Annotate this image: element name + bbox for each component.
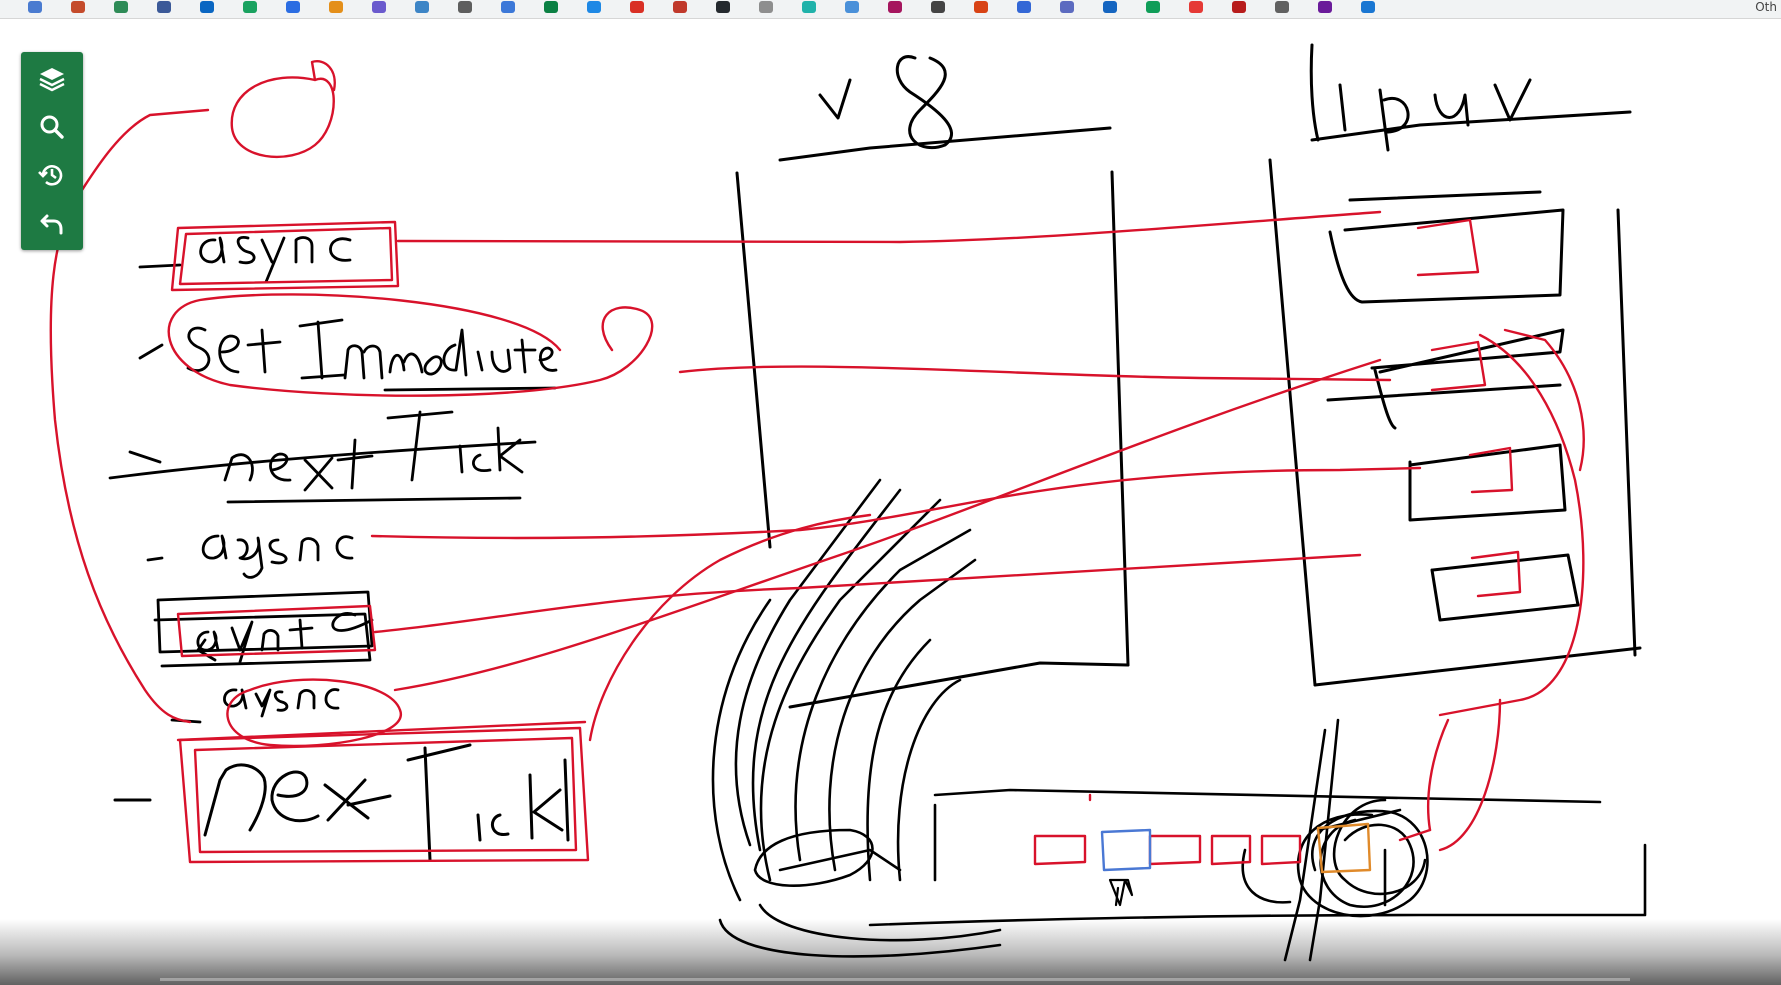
layers-button[interactable] bbox=[32, 59, 72, 99]
blue-queue-item bbox=[1100, 828, 1152, 872]
label-async-3 bbox=[153, 590, 374, 668]
undo-button[interactable] bbox=[32, 203, 72, 243]
github-icon[interactable] bbox=[716, 1, 730, 13]
bookmark-icon[interactable] bbox=[114, 1, 128, 13]
red-annotations bbox=[49, 60, 1585, 866]
pen-cursor bbox=[1108, 878, 1134, 907]
bookmarks-bar: Oth bbox=[0, 0, 1781, 19]
bookmark-icon[interactable] bbox=[458, 1, 472, 13]
bookmark-icon[interactable] bbox=[630, 1, 644, 13]
bookmark-icon[interactable] bbox=[888, 1, 902, 13]
bookmark-icon[interactable] bbox=[71, 1, 85, 13]
bookmark-icon[interactable] bbox=[329, 1, 343, 13]
whiteboard-canvas[interactable] bbox=[0, 19, 1781, 985]
label-nextTick-crossed bbox=[108, 410, 537, 504]
label-async-1 bbox=[138, 235, 352, 284]
bookmark-icon[interactable] bbox=[415, 1, 429, 13]
label-v8 bbox=[778, 55, 1112, 162]
layers-icon bbox=[39, 68, 65, 92]
libuv-queues-black bbox=[1326, 208, 1580, 622]
bookmark-icon[interactable] bbox=[1146, 1, 1160, 13]
label-async-2 bbox=[146, 534, 354, 579]
label-libuv bbox=[1309, 43, 1632, 152]
label-next-tick bbox=[113, 743, 570, 862]
bookmark-icon[interactable] bbox=[1060, 1, 1074, 13]
bookmark-icon[interactable] bbox=[974, 1, 988, 13]
bookmark-icon[interactable] bbox=[1103, 1, 1117, 13]
bookmark-icon[interactable] bbox=[802, 1, 816, 13]
bookmark-icon[interactable] bbox=[544, 1, 558, 13]
bookmark-icon[interactable] bbox=[286, 1, 300, 13]
bookmark-icon[interactable] bbox=[759, 1, 773, 13]
video-progress-track[interactable] bbox=[160, 978, 1630, 981]
facebook-icon[interactable] bbox=[157, 1, 171, 13]
bookmark-icon[interactable] bbox=[1189, 1, 1203, 13]
orange-queue-item bbox=[1316, 822, 1372, 874]
bookmark-icon[interactable] bbox=[28, 1, 42, 13]
drawing-layer bbox=[49, 43, 1647, 962]
bookmark-icon[interactable] bbox=[587, 1, 601, 13]
history-icon bbox=[38, 165, 63, 186]
search-button[interactable] bbox=[32, 107, 72, 147]
bookmark-icon[interactable] bbox=[1017, 1, 1031, 13]
bookmark-icon[interactable] bbox=[1318, 1, 1332, 13]
event-loop-scribbles bbox=[711, 478, 1647, 962]
label-async-4 bbox=[170, 688, 340, 724]
bookmark-icon[interactable] bbox=[931, 1, 945, 13]
bookmark-icon[interactable] bbox=[1275, 1, 1289, 13]
bookmark-icon[interactable] bbox=[1361, 1, 1375, 13]
bookmark-icon[interactable] bbox=[673, 1, 687, 13]
search-icon bbox=[40, 115, 64, 139]
v8-box bbox=[735, 170, 1130, 709]
bookmark-icon[interactable] bbox=[845, 1, 859, 13]
bookmark-icon[interactable] bbox=[501, 1, 515, 13]
label-setImmediate bbox=[138, 318, 558, 392]
bookmark-icon[interactable] bbox=[1232, 1, 1246, 13]
whiteboard-toolbar bbox=[21, 52, 83, 250]
bookmark-icon[interactable] bbox=[372, 1, 386, 13]
other-bookmarks-label[interactable]: Oth bbox=[1755, 0, 1777, 14]
bookmark-icon[interactable] bbox=[243, 1, 257, 13]
linkedin-icon[interactable] bbox=[200, 1, 214, 13]
undo-icon bbox=[40, 214, 63, 235]
history-button[interactable] bbox=[32, 155, 72, 195]
libuv-box bbox=[1268, 158, 1642, 687]
